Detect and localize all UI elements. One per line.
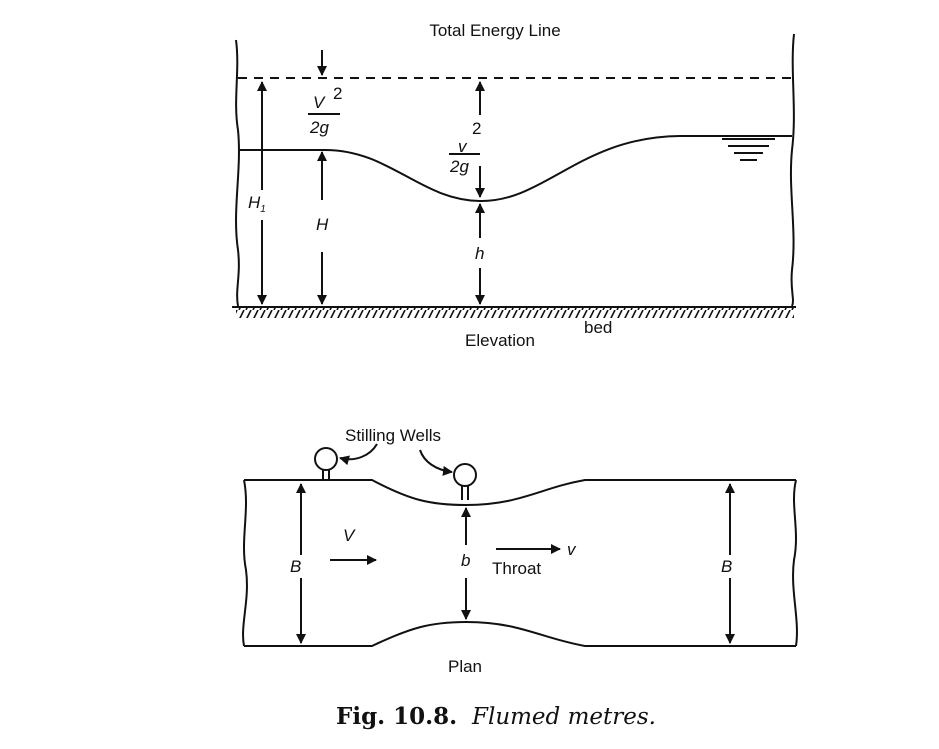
v2-numerator: V <box>313 93 326 112</box>
B-right-label: B <box>721 557 732 576</box>
caption-number: Fig. 10.8. <box>336 703 457 730</box>
v2-small-denominator: 2g <box>449 157 469 176</box>
B-left-label: B <box>290 557 301 576</box>
channel-bottom-wall <box>244 620 796 647</box>
energy-line-label: Total Energy Line <box>429 21 560 40</box>
bed-hatching <box>236 307 794 318</box>
elevation-view: Total Energy Line H1 V 2 2g <box>232 21 796 350</box>
v2-small-numerator: v <box>458 137 468 156</box>
right-wall <box>789 33 795 307</box>
v-label: v <box>567 540 577 559</box>
bed-label: bed <box>584 318 612 337</box>
left-wall <box>235 39 240 307</box>
h1-label: H1 <box>248 193 266 215</box>
plan-view: Stilling Wells B V b <box>242 426 798 676</box>
channel-top-wall <box>244 479 796 507</box>
water-surface <box>238 135 792 203</box>
V-label: V <box>343 526 356 545</box>
plan-right-end <box>792 479 798 647</box>
H-label: H <box>316 215 329 234</box>
stilling-pointer-right <box>419 449 453 476</box>
figure-caption: Fig. 10.8. Flumed metres. <box>336 703 656 730</box>
plan-label: Plan <box>448 657 482 676</box>
stilling-well-left <box>314 447 338 480</box>
stilling-well-right <box>453 463 477 500</box>
stilling-pointer-left <box>339 443 378 466</box>
v2-denominator: 2g <box>309 118 329 137</box>
caption-title: Flumed metres. <box>471 704 656 730</box>
v2-over-2g-fraction: V 2 2g <box>308 84 342 137</box>
plan-left-end <box>242 479 248 647</box>
b-label: b <box>461 551 470 570</box>
v2-small-fraction: v 2 2g <box>449 119 481 176</box>
water-level-symbol <box>722 138 775 161</box>
throat-label: Throat <box>492 559 541 578</box>
stilling-wells-label: Stilling Wells <box>345 426 441 445</box>
v2-small-exponent: 2 <box>472 119 481 138</box>
v2-exponent: 2 <box>333 84 342 103</box>
elevation-label: Elevation <box>465 331 535 350</box>
h-label: h <box>475 244 484 263</box>
